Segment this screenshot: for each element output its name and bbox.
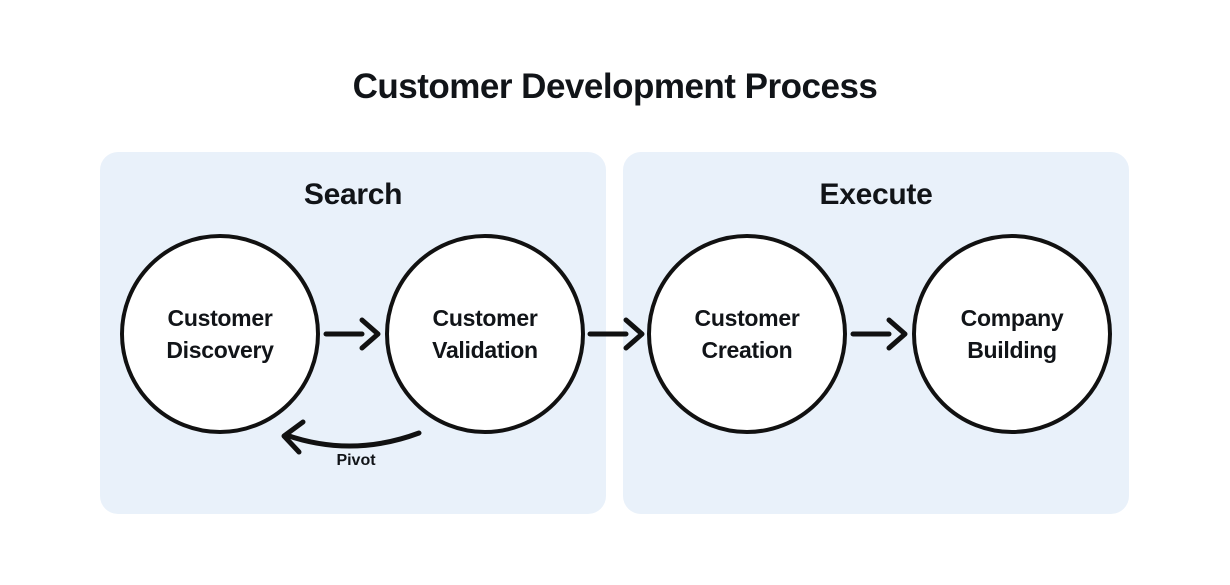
node-label-line: Creation [701, 337, 793, 363]
panel-search-heading: Search [303, 178, 403, 211]
node-customer-validation-label: Customer Validation [432, 302, 538, 366]
panel-execute: Execute Customer Creation Company Buildi… [623, 152, 1129, 514]
node-company-building: Company Building [912, 234, 1112, 434]
node-label-line: Customer [694, 305, 800, 331]
node-customer-validation: Customer Validation [385, 234, 585, 434]
node-label-line: Building [967, 337, 1057, 363]
pivot-label: Pivot [336, 452, 376, 469]
node-customer-discovery-label: Customer Discovery [166, 302, 274, 366]
panel-execute-heading: Execute [819, 178, 933, 211]
node-customer-creation: Customer Creation [647, 234, 847, 434]
node-label-line: Customer [167, 305, 273, 331]
node-customer-creation-label: Customer Creation [695, 302, 800, 366]
node-label-line: Discovery [166, 337, 274, 363]
node-label-line: Customer [432, 305, 538, 331]
node-customer-discovery: Customer Discovery [120, 234, 320, 434]
node-label-line: Company [960, 305, 1064, 331]
panel-search: Search Customer Discovery Customer Valid… [100, 152, 606, 514]
node-label-line: Validation [432, 337, 538, 363]
node-company-building-label: Company Building [961, 302, 1064, 366]
diagram-title: Customer Development Process [352, 67, 878, 106]
